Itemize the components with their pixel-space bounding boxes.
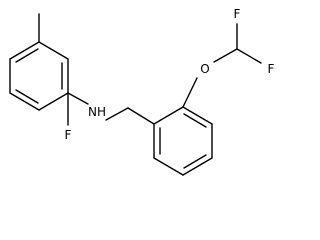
bond-aryl-nh (67, 92, 89, 105)
bond-ring-b2 (153, 157, 184, 176)
bond-oxygen-chf2 (213, 48, 238, 63)
bond-ring-a1 (9, 41, 40, 60)
label-difluoro-f-right: F (268, 62, 275, 76)
right-benzene-ring (153, 77, 213, 176)
bond-ring-b3-double (183, 154, 207, 169)
bond-ring-b5 (182, 106, 213, 125)
difluoromethoxy-group (213, 23, 262, 64)
label-aryl-fluorine: F (65, 128, 72, 142)
bond-nh-ch2 (105, 107, 129, 121)
atom-labels: F NH O F F (65, 7, 275, 142)
bond-ch2-ring (127, 107, 155, 125)
bond-ring-a4 (38, 92, 69, 111)
bond-ring-a3 (9, 92, 40, 111)
label-ether-oxygen: O (200, 62, 209, 76)
chemical-structure-diagram: F NH O F F (9, 7, 275, 176)
left-benzene-ring (9, 13, 89, 126)
label-amine-nh: NH (88, 105, 106, 119)
bond-ring-a6 (38, 41, 69, 60)
bond-chf2-f-right (236, 48, 262, 64)
methylene-linker (105, 107, 155, 125)
bond-ring-b6 (153, 106, 184, 125)
bond-ring-a1-double (15, 48, 39, 63)
label-difluoro-f-left: F (234, 7, 241, 21)
bond-ring-b5-double (183, 113, 207, 128)
bond-ring-a3-double (15, 89, 39, 104)
bond-ring-oxygen (182, 77, 198, 108)
bond-ring-b3 (182, 157, 213, 176)
